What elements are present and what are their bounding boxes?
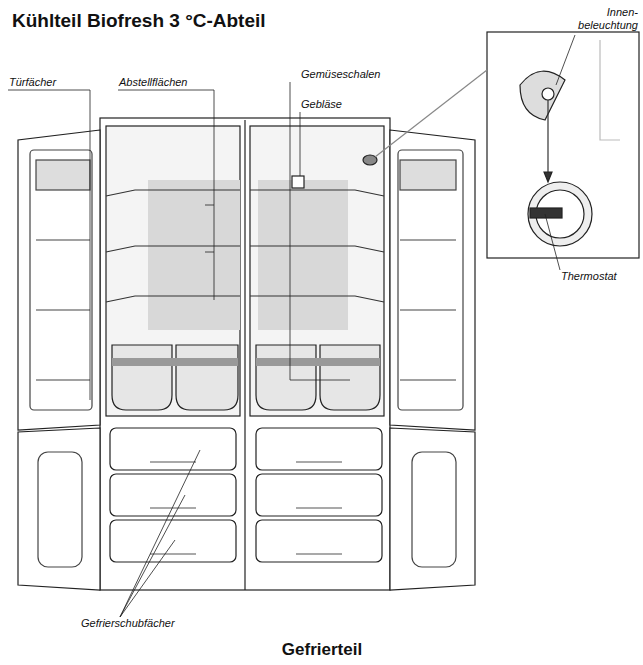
part-label: Abstellflächen	[118, 76, 189, 89]
section-heading: Gefrierteil	[281, 640, 363, 660]
part-label: Gemüseschalen	[300, 68, 382, 81]
part-label: Thermostat	[560, 270, 618, 283]
part-label: Gebläse	[300, 98, 343, 111]
title: Kühlteil Biofresh 3 °C-Abteil	[12, 10, 266, 32]
part-label: Türfächer	[8, 76, 57, 89]
part-label: Innen- beleuchtung	[565, 6, 639, 31]
part-label: Gefrierschubfächer	[80, 617, 176, 630]
